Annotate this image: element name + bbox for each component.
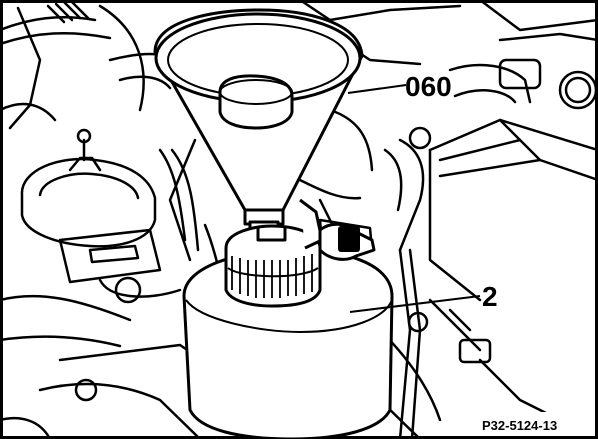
leader-line-2 [349, 295, 481, 313]
callout-label-2: 2 [482, 281, 498, 312]
fluid-reservoir [182, 198, 394, 439]
figure-reference: P32-5124-13 [482, 418, 557, 433]
leader-line-060 [347, 84, 407, 94]
funnel [153, 8, 364, 242]
callout-label-060: 060 [405, 71, 452, 102]
leader-lines [347, 84, 481, 313]
figure-reference-background [476, 412, 594, 434]
